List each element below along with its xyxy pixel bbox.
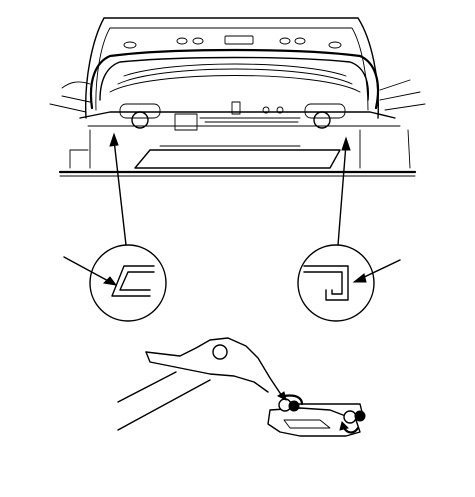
rod-joint [276,106,284,114]
floor-panel [134,149,341,169]
right-mount [304,103,346,119]
loosen-arrow-right [342,426,360,434]
left-leader-arrow [102,276,118,286]
right-pointer-line [337,143,347,246]
right-striker-bolt [313,111,331,129]
panel-line [117,371,177,403]
panel-hole [294,37,306,45]
panel-hole [192,37,204,45]
right-body-detail [379,79,426,111]
panel-hole [279,37,291,45]
loosen-arrow [282,394,304,406]
panel-slot [224,35,254,45]
panel-contour [109,75,361,93]
panel-line [117,379,211,431]
vehicle-rear-view [49,17,426,177]
left-pointer-line [113,139,127,246]
left-detail-callout [63,244,167,322]
rod [199,117,301,123]
left-body-detail [49,81,91,113]
weatherstrip-inner [99,56,369,101]
left-pointer-arrow [109,132,119,147]
panel-contour [117,68,353,85]
right-striker-shape-inner [303,271,343,295]
striker-bolt-right [343,410,357,424]
right-pointer-arrow [341,136,351,151]
panel-contour [123,63,347,77]
panel-hole [123,41,137,49]
body-side-line [89,129,411,169]
lock-cylinder [174,113,198,131]
striker-bolt-head [288,400,300,412]
rod-clip [231,101,241,115]
bracket-hole [212,344,228,360]
right-striker-shape [303,265,349,301]
latch-bracket-lower [145,351,269,393]
rod-joint [262,106,270,114]
weatherstrip [89,48,380,110]
loosen-arrow-head [277,391,287,401]
left-striker-bolt [131,111,149,129]
striker-bolt-head [354,410,366,422]
striker-slot [283,419,331,429]
panel-hole [176,37,188,45]
latch-bracket [145,337,363,413]
left-leader-line [63,256,113,284]
striker-plate [267,407,361,437]
loosen-arrow-right-head [339,421,349,431]
sill [79,111,396,119]
right-leader-arrow [352,273,367,283]
latch-assembly [117,337,366,437]
panel-hole [328,41,342,49]
right-detail-circle [297,244,375,322]
left-corner [69,149,89,169]
left-striker-shape-inner [119,271,155,291]
left-detail-circle [89,244,167,322]
left-striker-shape [111,265,155,297]
left-mount [119,103,161,119]
right-detail-callout [297,244,401,322]
